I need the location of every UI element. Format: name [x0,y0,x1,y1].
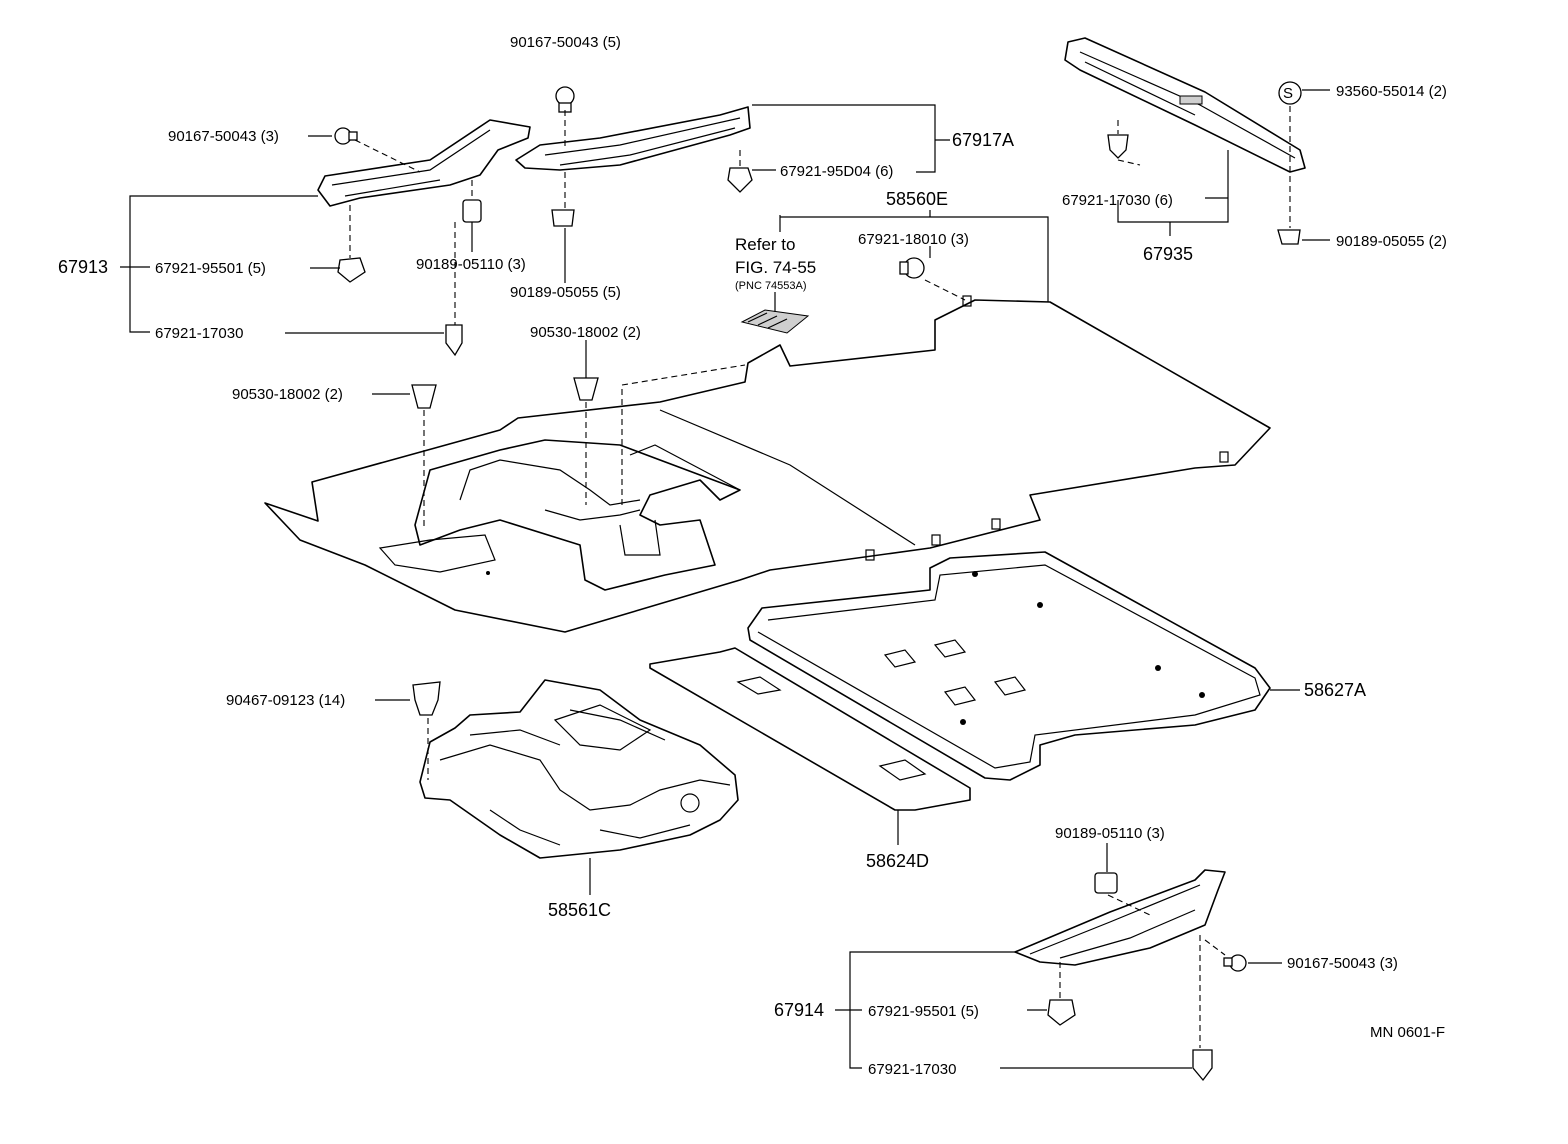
label-refer-to: Refer to [735,235,795,254]
label-mn-0601-f: MN 0601-F [1370,1024,1445,1041]
label-67921-95501-left: 67921-95501 (5) [155,260,266,277]
label-90530-18002-left: 90530-18002 (2) [232,386,343,403]
label-90189-05055-mid: 90189-05055 (5) [510,284,621,301]
fastener-clips [334,81,1302,1082]
label-90467-09123: 90467-09123 (14) [226,692,345,709]
floor-panel-58627A [747,551,1271,781]
scuff-plate-67917A [515,106,751,171]
label-90530-18002-mid: 90530-18002 (2) [530,324,641,341]
floor-board-58624D [649,647,971,811]
tire-cover-58561C [419,679,739,859]
label-90167-50043-left: 90167-50043 (3) [168,128,279,145]
label-58561C: 58561C [548,900,611,920]
label-90189-05055-right: 90189-05055 (2) [1336,233,1447,250]
label-90189-05110-top: 90189-05110 (3) [416,256,526,273]
callout-labels: 90167-50043 (5) 90167-50043 (3) 67917A 6… [58,34,1447,1078]
label-67935: 67935 [1143,244,1193,264]
label-93560-55014: 93560-55014 (2) [1336,83,1447,100]
label-58560E: 58560E [886,189,948,209]
dashed-assembly-lines [349,106,1291,1048]
label-67914: 67914 [774,1000,824,1020]
label-67921-17030-bottom: 67921-17030 [868,1061,956,1078]
label-pnc: (PNC 74553A) [735,280,807,292]
label-90167-50043-bottom: 90167-50043 (3) [1287,955,1398,972]
leader-lines [120,89,1330,1069]
scuff-plate-67913 [317,119,531,207]
label-67921-17030-right: 67921-17030 (6) [1062,192,1173,209]
scuff-plate-67914 [1014,869,1226,966]
label-58627A: 58627A [1304,680,1366,700]
label-58624D: 58624D [866,851,929,871]
label-67913: 67913 [58,257,108,277]
label-67921-18010: 67921-18010 (3) [858,231,969,248]
label-fig-74-55: FIG. 74-55 [735,258,816,277]
label-90189-05110-bottom: 90189-05110 (3) [1055,825,1165,842]
s-symbol: S [1283,85,1293,102]
label-67921-95D04: 67921-95D04 (6) [780,163,893,180]
trim-panel-67935 [1064,37,1306,173]
label-67917A: 67917A [952,130,1014,150]
floor-carpet-58560E [264,295,1271,633]
label-67921-17030-left: 67921-17030 [155,325,243,342]
floor-vent-grille [740,309,810,334]
label-67921-95501-bottom: 67921-95501 (5) [868,1003,979,1020]
label-90167-50043-top: 90167-50043 (5) [510,34,621,51]
